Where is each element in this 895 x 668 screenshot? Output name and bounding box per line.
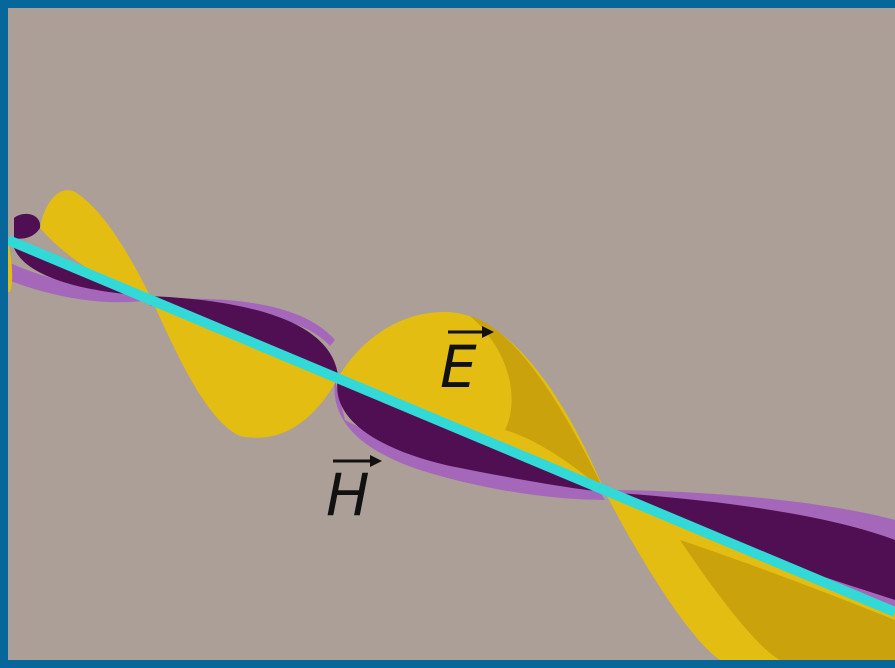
magnetic-field-lobe [12, 240, 150, 296]
em-wave-diagram: E H [8, 8, 895, 660]
electric-field-symbol: E [440, 333, 477, 401]
electric-field-label: E [440, 326, 494, 401]
magnetic-field-arrowhead [370, 455, 382, 467]
electric-field-wave [8, 190, 895, 660]
magnetic-field-symbol: H [326, 461, 370, 529]
electric-field-lobe-shadow [470, 316, 605, 492]
electric-field-lobe [40, 190, 150, 296]
electric-field-lobe-shadow [680, 540, 895, 660]
propagation-axis [8, 235, 895, 617]
magnetic-field-lobe [14, 213, 41, 239]
electric-field-arrowhead [482, 326, 494, 338]
electric-field-lobe [8, 240, 13, 292]
electric-field-lobe [150, 296, 338, 438]
magnetic-field-label: H [326, 455, 382, 529]
magnetic-field-lobe-rim [334, 380, 605, 500]
electric-field-lobe [338, 311, 605, 492]
